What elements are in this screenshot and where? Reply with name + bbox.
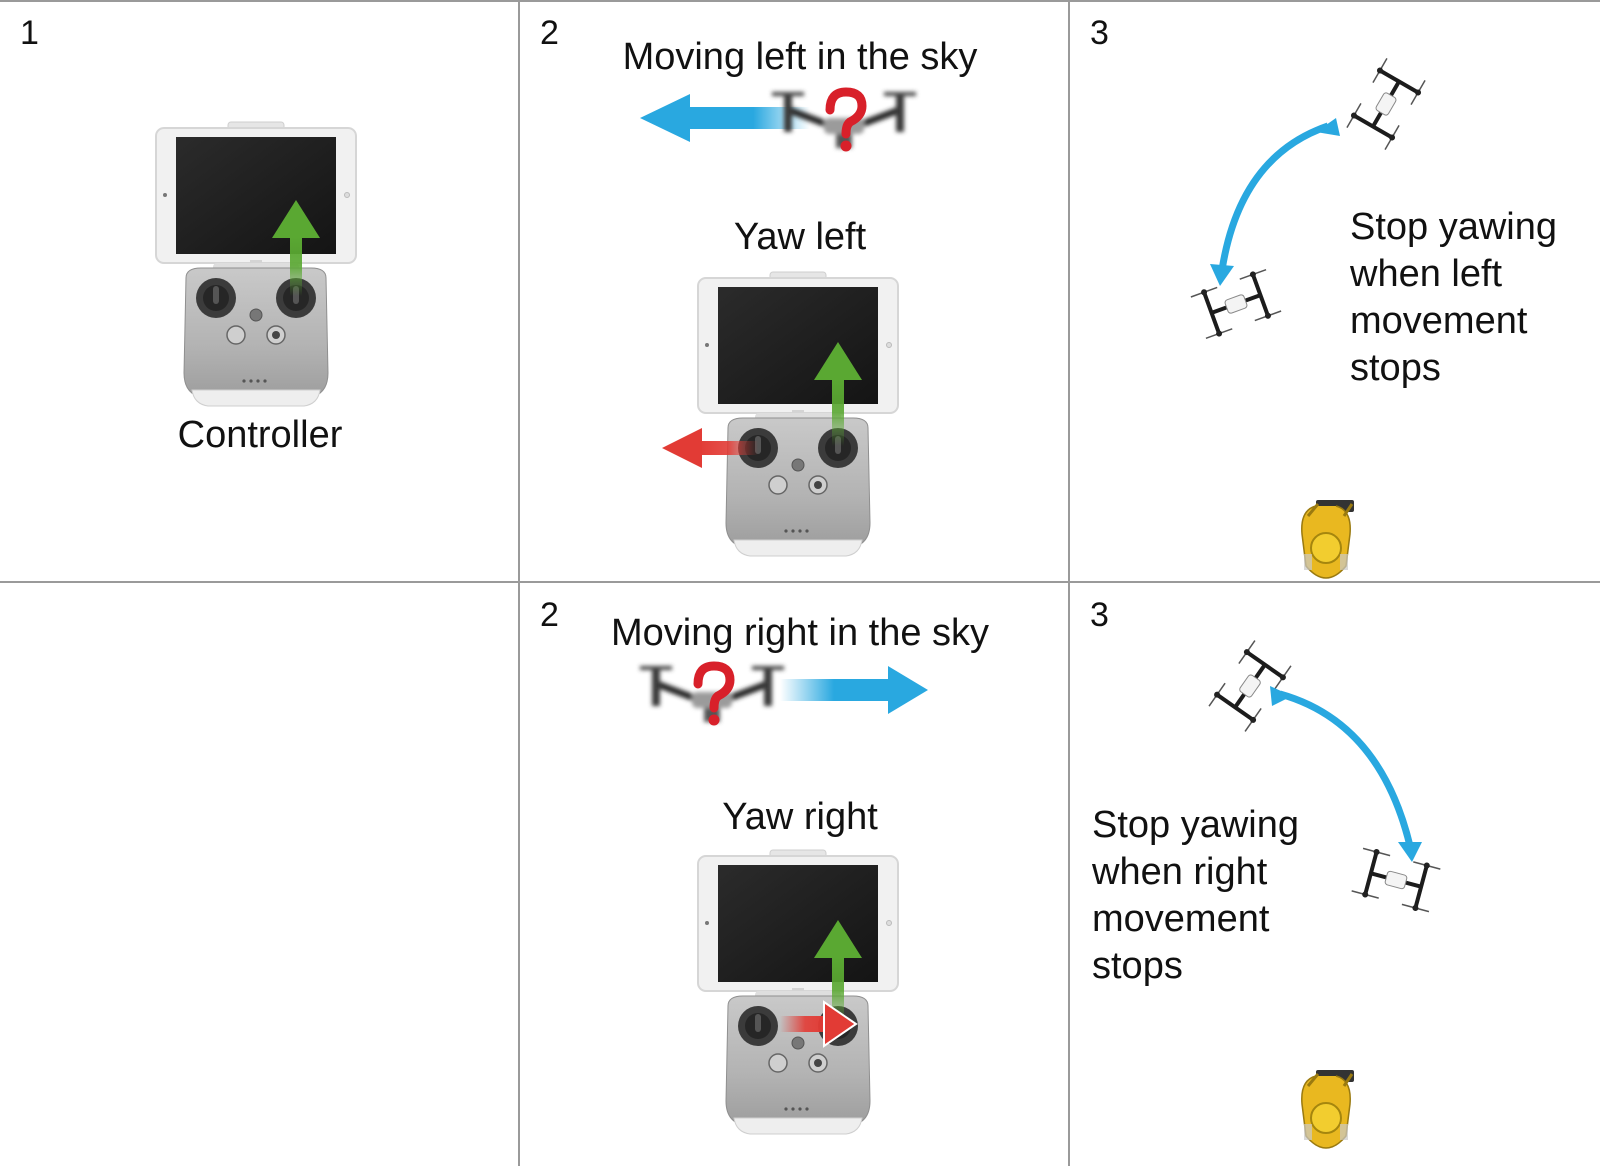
stick-up-arrow bbox=[814, 920, 862, 1024]
stick-up-arrow bbox=[814, 342, 862, 446]
drone-motion-right bbox=[632, 670, 928, 760]
grid-line-col1 bbox=[518, 0, 520, 1166]
step-number-3-top: 3 bbox=[1090, 14, 1109, 52]
grid-line-col2 bbox=[1068, 0, 1070, 1166]
step-number-2-top: 2 bbox=[540, 14, 559, 52]
stop-line-4: stops bbox=[1092, 945, 1183, 987]
stick-right-arrow bbox=[780, 1000, 858, 1048]
sky-caption-right: Moving right in the sky bbox=[610, 612, 990, 654]
stop-yawing-right-text: Stop yawing when right movement stops bbox=[1092, 802, 1352, 990]
yaw-path-left bbox=[1187, 54, 1430, 344]
drone-top-icon bbox=[1348, 843, 1444, 917]
sky-caption-left: Moving left in the sky bbox=[622, 36, 978, 78]
stop-line-2: when right bbox=[1092, 851, 1268, 893]
operator-icon bbox=[1300, 498, 1356, 580]
drone-top-icon bbox=[1187, 264, 1285, 344]
operator-icon bbox=[1300, 1068, 1356, 1150]
stick-caption-yaw-right: Yaw right bbox=[722, 796, 878, 838]
drone-motion-left bbox=[640, 90, 980, 180]
motion-arrow-left bbox=[640, 94, 810, 142]
grid-line-top bbox=[0, 0, 1600, 2]
drone-front-icon bbox=[640, 666, 784, 726]
grid-line-middle bbox=[0, 581, 1600, 583]
step-number-3-bottom: 3 bbox=[1090, 596, 1109, 634]
step-number-1: 1 bbox=[20, 14, 39, 52]
stop-line-1: Stop yawing bbox=[1350, 206, 1558, 248]
stop-yawing-left-text: Stop yawing when left movement stops bbox=[1350, 204, 1590, 392]
stop-line-2: when left bbox=[1350, 253, 1503, 295]
controller-caption: Controller bbox=[177, 414, 343, 456]
stop-line-3: movement bbox=[1350, 300, 1528, 342]
stop-line-4: stops bbox=[1350, 347, 1441, 389]
drone-top-icon bbox=[1342, 54, 1430, 154]
controller-yaw-right-icon bbox=[697, 849, 899, 1135]
yaw-path-right bbox=[1204, 636, 1444, 917]
stick-up-arrow bbox=[272, 200, 320, 296]
stick-caption-yaw-left: Yaw left bbox=[733, 216, 867, 258]
motion-arrow-right bbox=[780, 666, 928, 714]
controller-icon bbox=[155, 121, 357, 407]
stop-line-3: movement bbox=[1092, 898, 1270, 940]
drone-top-icon bbox=[1204, 636, 1296, 736]
step-number-2-bottom: 2 bbox=[540, 596, 559, 634]
controller-yaw-left-icon bbox=[662, 271, 899, 557]
stick-left-arrow bbox=[662, 428, 758, 468]
stop-line-1: Stop yawing bbox=[1092, 804, 1300, 846]
